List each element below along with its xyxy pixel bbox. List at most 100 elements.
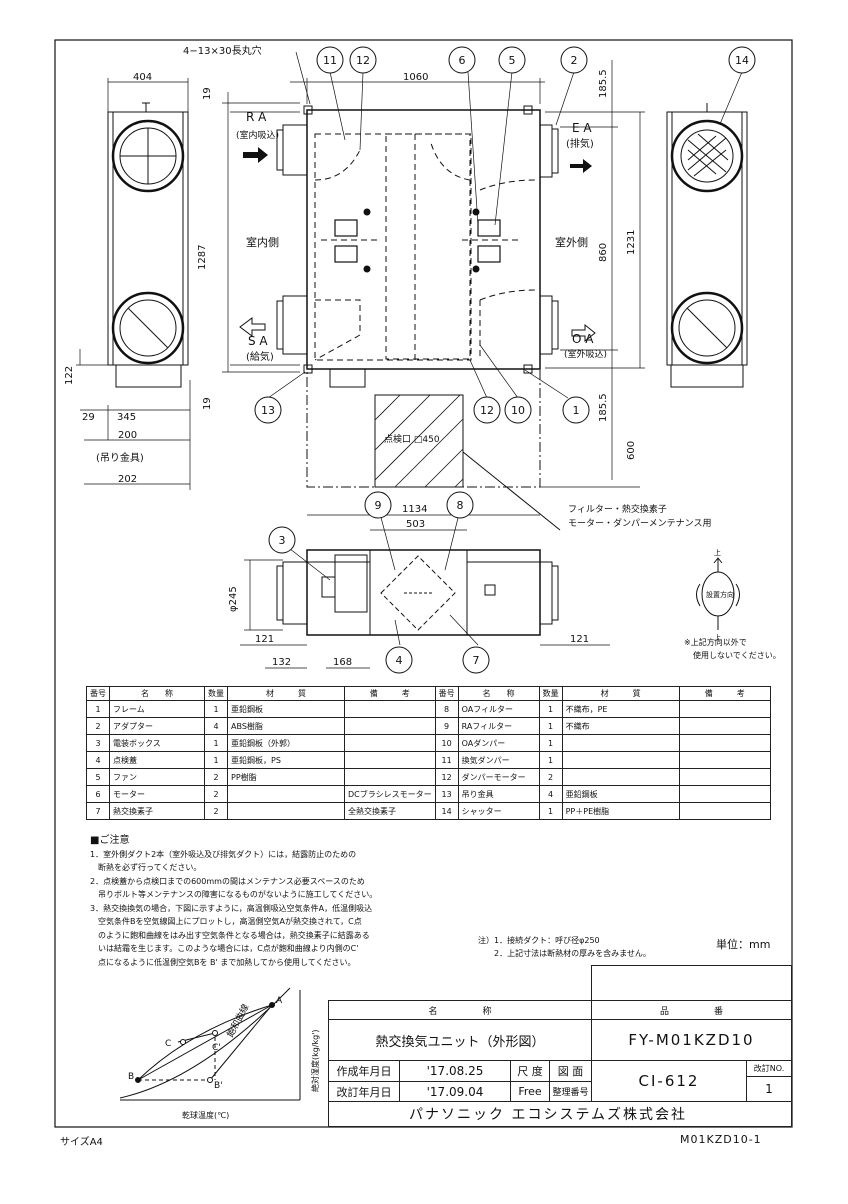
cell-qty: 4 <box>538 785 563 803</box>
label-maint2: モーター・ダンパーメンテナンス用 <box>568 517 711 529</box>
cell-no: 7 <box>86 802 110 820</box>
dim-168: 168 <box>333 657 352 668</box>
tb-revised: '17.09.04 <box>399 1081 511 1102</box>
label-ra: R A <box>246 110 267 124</box>
sheet-code: M01KZD10-1 <box>680 1133 762 1146</box>
cell-qty: 2 <box>538 768 563 786</box>
cell-qty: 1 <box>538 751 563 769</box>
cell-qty: 1 <box>538 802 563 820</box>
note-line: 断熱を必ず行ってください。 <box>90 863 202 872</box>
tb-control-label: 整理番号 <box>549 1081 592 1102</box>
dim-19a: 19 <box>202 87 213 100</box>
hdr-no: 番号 <box>86 686 110 701</box>
balloon-circle <box>268 526 296 554</box>
dim-245: φ245 <box>228 586 239 612</box>
balloon-circle <box>349 46 377 74</box>
balloon-4: 4 <box>396 654 403 667</box>
cell-no: 4 <box>86 751 110 769</box>
cell-no: 2 <box>86 717 110 735</box>
sheet-size: サイズA4 <box>60 1137 103 1148</box>
hdr-mat: 材 質 <box>227 686 345 701</box>
cell-note <box>678 700 772 718</box>
balloon-circle <box>364 491 392 519</box>
dim-185b: 185.5 <box>598 393 609 422</box>
balloon-circle <box>446 491 474 519</box>
dim-860: 860 <box>598 243 609 262</box>
cell-qty: 2 <box>204 802 228 820</box>
tb-top-blank <box>591 965 792 1001</box>
dim-503: 503 <box>406 519 425 530</box>
balloon-circle <box>473 396 501 424</box>
right-side-view <box>666 103 748 388</box>
cell-note <box>344 717 436 735</box>
cell-mat: ABS樹脂 <box>227 717 345 735</box>
sheet-border <box>54 39 793 1128</box>
dim-1134: 1134 <box>402 504 427 515</box>
tb-created: '17.08.25 <box>399 1060 511 1082</box>
cell-mat: 不織布 <box>561 717 680 735</box>
hole-note: 4−13×30長丸穴 <box>183 44 262 57</box>
label-outdoor: 室外側 <box>555 235 588 249</box>
cell-no: 1 <box>86 700 110 718</box>
label-sa: S A <box>248 334 268 348</box>
cell-no: 5 <box>86 768 110 786</box>
orientation-symbol <box>696 557 740 630</box>
balloon-13: 13 <box>261 404 275 417</box>
pt-b2: B' <box>214 1081 223 1091</box>
cell-note <box>678 785 772 803</box>
tb-drawing-no: CI-612 <box>591 1060 747 1102</box>
dim-185a: 185.5 <box>598 69 609 98</box>
note-line: 空気条件Bを空気線図上にプロットし，高温側空気Aが熱交換されて，C点 <box>90 917 362 926</box>
balloon-circle <box>316 46 344 74</box>
cell-mat <box>561 734 680 752</box>
dim-200: 200 <box>118 430 137 441</box>
cell-name: シャッター <box>457 802 540 820</box>
airflow-arrows <box>239 147 596 343</box>
balloon-14: 14 <box>735 54 749 67</box>
psychro-text: 飽和曲線 絶対湿度(kg/kg') 乾球温度(℃) A B B' C C' <box>128 996 320 1120</box>
cell-mat <box>561 751 680 769</box>
balloon-7: 7 <box>473 654 480 667</box>
cell-name: モーター <box>109 785 205 803</box>
cell-no: 14 <box>434 802 459 820</box>
balloon-6: 6 <box>459 54 466 67</box>
cell-note <box>678 768 772 786</box>
tb-scale-label: 尺 度 <box>510 1060 550 1082</box>
cell-qty: 1 <box>538 734 563 752</box>
cell-no: 6 <box>86 785 110 803</box>
hdr-qty: 数量 <box>204 686 228 701</box>
dim-121a: 121 <box>255 634 274 645</box>
label-ra-sub: (室内吸込) <box>236 129 279 141</box>
dim-121b: 121 <box>570 634 589 645</box>
maintenance-space <box>306 368 561 531</box>
cell-no: 8 <box>434 700 459 718</box>
hdr-no2: 番号 <box>434 686 459 701</box>
orient-note2: 使用しないでください。 <box>693 650 781 660</box>
label-ea: E A <box>572 121 592 135</box>
cell-note <box>344 700 436 718</box>
note-line: のように飽和曲線をはみ出す空気条件となる場合は，熱交換素子に結露ある <box>90 930 370 940</box>
label-maint1: フィルター・熱交換素子 <box>568 503 667 515</box>
balloon-1: 1 <box>573 404 580 417</box>
label-sa-sub: (給気) <box>246 350 274 363</box>
hdr-name2: 名 称 <box>457 686 540 701</box>
dim-1231: 1231 <box>626 230 637 255</box>
dim-132: 132 <box>272 657 291 668</box>
hdr-name: 名 称 <box>109 686 205 701</box>
psychrometric-chart <box>119 987 301 1101</box>
cell-qty: 1 <box>204 700 228 718</box>
cell-mat: PP＋PE樹脂 <box>561 802 680 820</box>
hdr-note: 備 考 <box>344 686 436 701</box>
hdr-qty2: 数量 <box>538 686 563 701</box>
balloon-12: 12 <box>480 404 494 417</box>
balloon-circle <box>560 46 588 74</box>
pt-b: B <box>128 1072 134 1082</box>
tb-rev-label: 改訂NO. <box>746 1060 792 1077</box>
note-line: 点になるように低温側空気Bを B' まで加熱してから使用してください。 <box>90 957 356 967</box>
tb-revised-label: 改訂年月日 <box>328 1081 400 1102</box>
